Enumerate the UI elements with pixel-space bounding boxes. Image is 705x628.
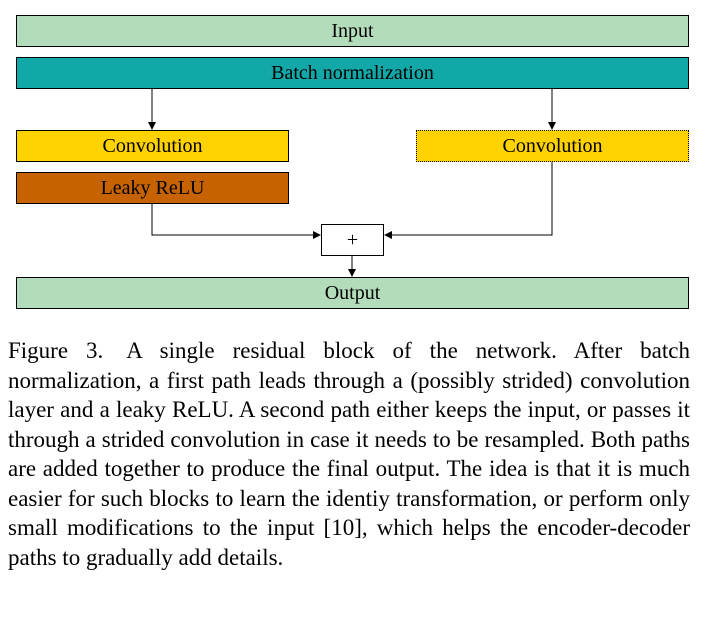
connector-arrows [148,89,556,277]
output-label: Output [324,282,381,304]
leaky-relu-label: Leaky ReLU [100,177,205,199]
convolution-block-left: Convolution [16,130,289,162]
arrow-conv-right-to-add [384,162,553,239]
leaky-relu-block: Leaky ReLU [16,172,289,204]
batch-normalization-block: Batch normalization [16,57,689,89]
convolution-left-label: Convolution [102,135,203,157]
figure-caption: Figure 3. A single residual block of the… [8,338,690,570]
convolution-right-label: Convolution [502,135,603,157]
batch-normalization-label: Batch normalization [271,62,434,84]
arrow-relu-to-add [151,204,321,239]
addition-node: + [321,224,384,256]
output-block: Output [16,277,689,309]
convolution-block-right-optional: Convolution [416,130,689,162]
addition-label: + [346,229,359,251]
input-block: Input [16,15,689,47]
input-label: Input [331,20,374,42]
